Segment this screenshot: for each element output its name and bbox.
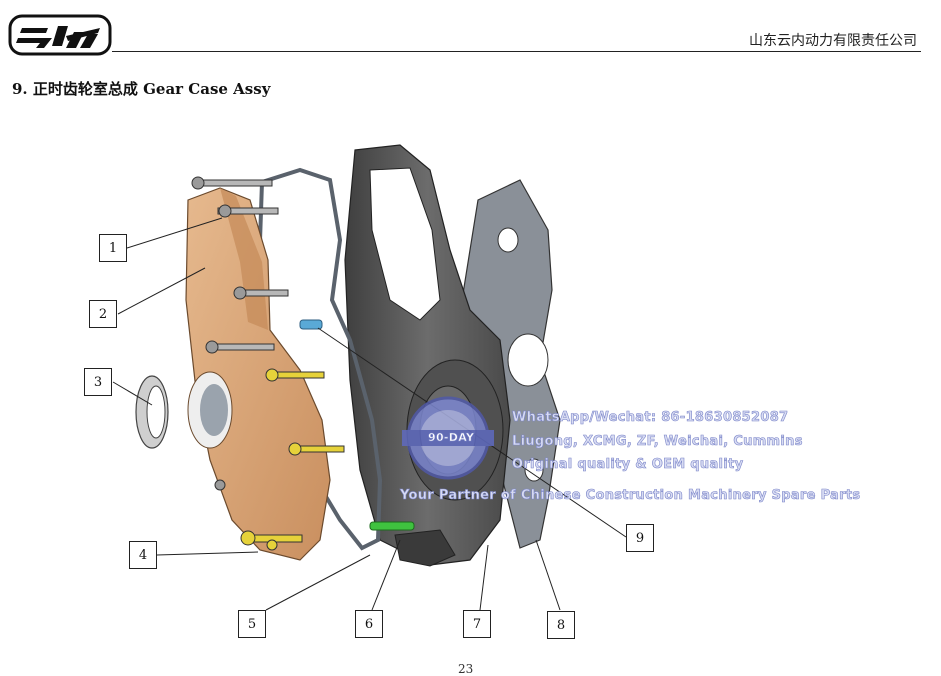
callout-7: 7 — [463, 610, 491, 638]
callout-4: 4 — [129, 541, 157, 569]
callout-5: 5 — [238, 610, 266, 638]
watermark-line-1: WhatsApp/Wechat: 86-18630852087 — [512, 410, 789, 426]
section-title: 9. 正时齿轮室总成 Gear Case Assy — [12, 80, 271, 98]
callout-9: 9 — [626, 524, 654, 552]
callout-3: 3 — [84, 368, 112, 396]
watermark-line-4: Your Partner of Chinese Construction Mac… — [400, 488, 861, 504]
callout-8: 8 — [547, 611, 575, 639]
cover-bolts — [191, 176, 345, 551]
callout-1: 1 — [99, 234, 127, 262]
watermark-line-2: Liugong, XCMG, ZF, Weichai, Cummins — [512, 434, 803, 450]
dowel-pin-blue — [299, 319, 323, 330]
callout-6: 6 — [355, 610, 383, 638]
callout-2: 2 — [89, 300, 117, 328]
rear-gasket — [461, 179, 561, 549]
warranty-badge-text: 90-DAY — [428, 431, 475, 445]
company-logo — [8, 14, 112, 56]
oil-seal — [135, 375, 169, 449]
dowel-pin-green — [369, 521, 415, 531]
page-number: 23 — [458, 662, 474, 676]
watermark-line-3: Original quality & OEM quality — [512, 457, 744, 473]
header-rule — [112, 51, 921, 52]
warranty-badge — [402, 396, 494, 480]
company-name: 山东云内动力有限责任公司 — [749, 33, 917, 49]
